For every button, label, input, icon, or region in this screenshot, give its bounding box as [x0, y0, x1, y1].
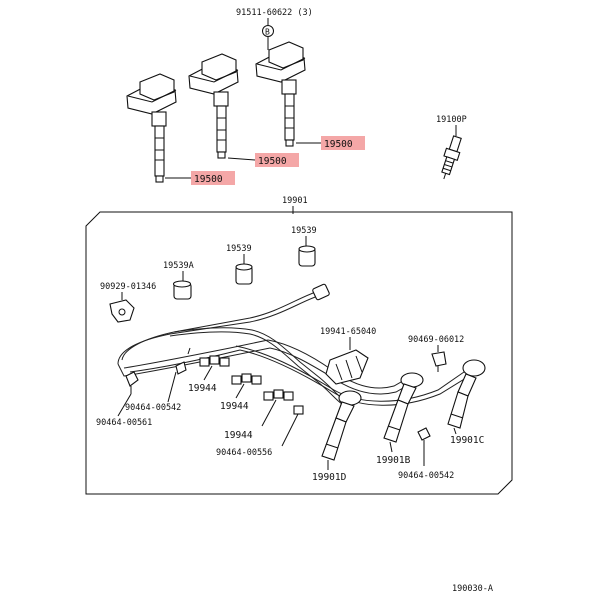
- label-cord-c: 19901C: [450, 435, 484, 446]
- cord-boot-c: [447, 359, 486, 429]
- label-grommet-a: 19539A: [163, 261, 194, 271]
- grommet-b: [235, 263, 253, 285]
- cord-clamp-c2: [231, 373, 262, 385]
- ref-circle-b: [262, 25, 274, 37]
- label-cord-set: 19901: [282, 196, 308, 206]
- clip-a-part: [175, 361, 187, 375]
- cord-set-frame: [85, 211, 513, 495]
- cord-connector-top: [312, 283, 330, 301]
- highlight-coil-b: [255, 153, 299, 167]
- cord-clamp-a: [325, 349, 369, 385]
- cord-clamp-c1: [199, 355, 230, 367]
- label-spark-plug: 19100P: [436, 115, 467, 125]
- ignition-coil-1: [126, 73, 177, 183]
- label-coil-b: 19500: [258, 156, 287, 167]
- clip-holder: [109, 299, 135, 323]
- label-clip-holder: 90929-01346: [100, 282, 156, 292]
- label-bolt-ref: B: [265, 28, 270, 37]
- ignition-cord-bundle: [117, 283, 486, 461]
- label-clip-b: 90464-00561: [96, 418, 152, 428]
- ignition-coil-2: [188, 53, 239, 159]
- label-clip-c: 90464-00556: [216, 448, 272, 458]
- grommet-c: [298, 245, 316, 267]
- clip-b-part: [125, 371, 139, 394]
- label-clamp-c3: 19944: [224, 430, 253, 441]
- label-grommet-c: 19539: [291, 226, 317, 236]
- label-coil-a: 19500: [194, 174, 223, 185]
- label-cord-b: 19901B: [376, 455, 411, 466]
- label-coil-c: 19500: [324, 139, 353, 150]
- cord-boot-b: [383, 372, 424, 443]
- label-clamp-b: 90469-06012: [408, 335, 464, 345]
- label-clamp-c2: 19944: [220, 401, 249, 412]
- cord-clamp-c3: [263, 389, 304, 415]
- label-cord-d: 19901D: [312, 472, 347, 483]
- cord-boot-d: [321, 390, 362, 461]
- label-grommet-b: 19539: [226, 244, 252, 254]
- ignition-coil-3: [255, 41, 306, 147]
- highlight-coil-c: [321, 136, 365, 150]
- highlight-coil-a: [191, 171, 235, 185]
- clip-d-part: [417, 427, 431, 441]
- label-clip-a: 90464-00542: [125, 403, 181, 413]
- label-bolt: 91511-60622 (3): [236, 8, 313, 18]
- label-clamp-a: 19941-65040: [320, 327, 376, 337]
- label-clamp-c1: 19944: [188, 383, 217, 394]
- label-clip-d: 90464-00542: [398, 471, 454, 481]
- spark-plug: [441, 135, 462, 180]
- cord-clamp-b: [431, 351, 447, 372]
- grommet-a: [172, 280, 192, 300]
- figure-number: 190030-A: [452, 584, 493, 594]
